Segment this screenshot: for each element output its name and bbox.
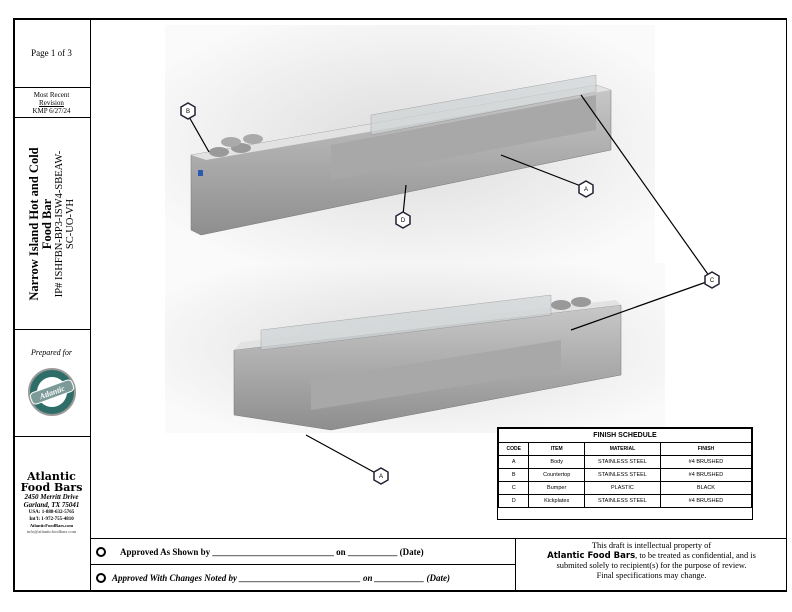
cell-material: STAINLESS STEEL	[584, 455, 661, 469]
header-finish: FINISH	[659, 442, 753, 456]
atlantic-logo: Atlantic	[27, 368, 76, 416]
cell-code: C	[497, 481, 530, 495]
page-frame	[13, 18, 787, 592]
cell-code: B	[497, 468, 530, 482]
page-number: Page 1 of 3	[31, 47, 72, 58]
notice-company: Atlantic Food Bars	[547, 551, 636, 561]
svg-text:A: A	[379, 474, 383, 480]
finish-schedule-title: FINISH SCHEDULE	[498, 428, 752, 443]
cell-code: A	[497, 455, 530, 469]
ip-number: IP# ISHFBN-BP3-ISW4-SBEAW-SC-UO-VH	[53, 150, 76, 297]
table-header-row: CODE ITEM MATERIAL FINISH	[497, 442, 753, 456]
cell-item: Countertop	[528, 468, 586, 482]
address-line-2: Garland, TX 75041	[23, 501, 80, 509]
usa-phone: USA: 1-888-632-5765	[28, 510, 75, 515]
header-code: CODE	[497, 442, 530, 456]
cell-finish: BLACK	[659, 481, 753, 495]
header-item: ITEM	[528, 442, 586, 456]
address-line-1: 2450 Merritt Drive	[24, 493, 79, 501]
drawing-area: B A D C A	[165, 25, 720, 485]
company-name-2: Food Bars	[20, 481, 83, 494]
revision-value: KMP 6/27/24	[32, 106, 71, 115]
rendering-top-view	[165, 25, 655, 263]
cell-item: Body	[528, 455, 586, 469]
approved-with-changes-row: Approved With Changes Noted by _________…	[91, 565, 515, 591]
approved-as-shown-row: Approved As Shown by ___________________…	[91, 539, 515, 565]
callout-b: B	[180, 102, 196, 120]
company-name: Atlantic	[27, 470, 76, 483]
cell-code: D	[497, 494, 530, 508]
revision-cell: Most Recent Revision KMP 6/27/24	[13, 88, 90, 118]
revision-label: Most Recent	[33, 90, 70, 99]
approved-with-changes-radio[interactable]	[96, 573, 106, 583]
svg-text:D: D	[401, 218, 406, 224]
cell-material: PLASTIC	[584, 481, 661, 495]
leader-lines	[187, 94, 713, 477]
cell-finish: #4 BRUSHED	[659, 455, 753, 469]
approved-with-changes-label: Approved With Changes Noted by _________…	[112, 573, 451, 583]
approval-block: Approved As Shown by ___________________…	[91, 538, 787, 592]
rendering-bottom-view	[165, 263, 665, 433]
callout-a: A	[578, 180, 594, 198]
callout-d: D	[395, 211, 411, 229]
finish-schedule-table: FINISH SCHEDULE CODE ITEM MATERIAL FINIS…	[497, 427, 753, 520]
notice-line-3: submited solely to recipient(s) for the …	[556, 561, 747, 570]
svg-text:A: A	[584, 187, 588, 193]
approved-as-shown-radio[interactable]	[96, 546, 106, 557]
revision-label-underlined: Revision	[39, 98, 64, 107]
page-number-cell: Page 1 of 3	[13, 18, 90, 88]
cell-item: Kickplates	[528, 494, 586, 508]
cell-material: STAINLESS STEEL	[584, 494, 661, 508]
svg-text:C: C	[710, 278, 715, 284]
notice-line-1: This draft is intellectual property of	[591, 541, 712, 550]
notice-line-2: , to be treated as confidential, and is	[635, 551, 756, 560]
header-material: MATERIAL	[584, 442, 661, 456]
intl-phone: Int'l: 1-972-755-4810	[29, 517, 74, 522]
title-block-sidebar: Page 1 of 3 Most Recent Revision KMP 6/2…	[13, 18, 91, 592]
cell-material: STAINLESS STEEL	[584, 468, 661, 482]
cell-item: Bumper	[528, 481, 586, 495]
approved-as-shown-label: Approved As Shown by ___________________…	[120, 546, 424, 557]
website-link[interactable]: AtlanticFoodBars.com	[29, 523, 74, 528]
callout-c: C	[704, 271, 720, 289]
prepared-for-label: Prepared for	[31, 348, 72, 357]
prepared-for-cell: Prepared for Atlantic	[13, 330, 90, 437]
callout-a-bottom: A	[373, 467, 389, 485]
cell-finish: #4 BRUSHED	[659, 494, 753, 508]
email-link[interactable]: info@atlanticfoodbars.com	[26, 529, 77, 534]
svg-text:B: B	[186, 109, 190, 115]
cell-finish: #4 BRUSHED	[659, 468, 753, 482]
confidentiality-notice: This draft is intellectual property of A…	[515, 539, 787, 591]
notice-line-4: Final specifications may change.	[596, 571, 707, 580]
company-info-cell: Atlantic Food Bars 2450 Merritt Drive Ga…	[13, 437, 90, 557]
